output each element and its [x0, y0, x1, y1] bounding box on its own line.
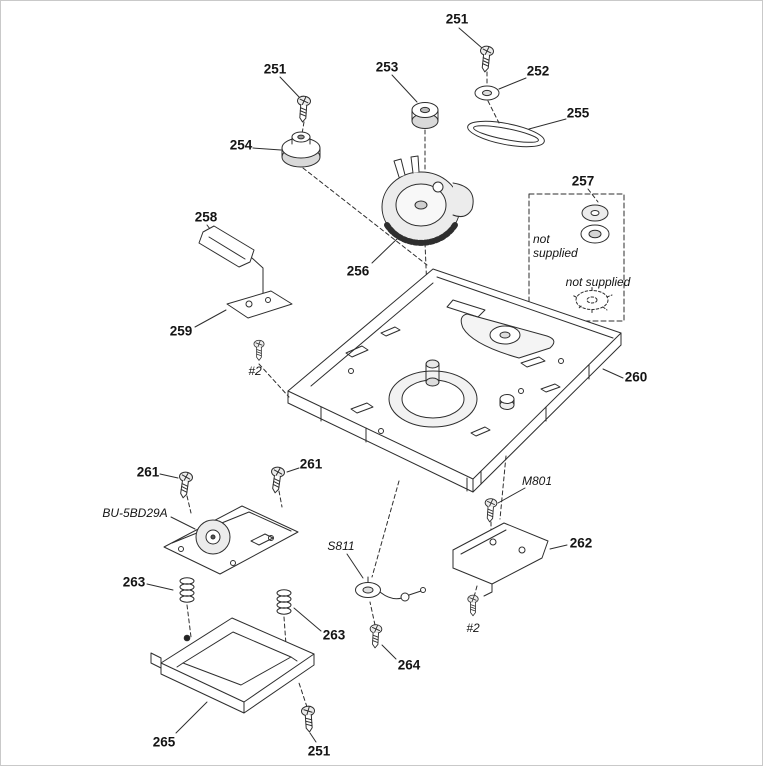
not-supplied-gear	[571, 285, 613, 315]
annotation-not-supplied-washers: not supplied	[533, 232, 578, 261]
strip-258	[198, 225, 264, 294]
screw-251-top	[477, 45, 495, 74]
pulley-253	[411, 102, 439, 129]
part-label-255: 255	[566, 105, 590, 121]
plate-259	[226, 290, 293, 319]
screw-hash2-lower	[467, 594, 479, 617]
part-label-263-left: 263	[122, 574, 146, 590]
part-label-254: 254	[229, 137, 253, 153]
part-label-265: 265	[152, 734, 176, 750]
screw-hash2-upper	[253, 339, 265, 361]
board-bu-5bd29a	[163, 505, 299, 575]
screw-251-bottom	[300, 705, 317, 733]
screw-251-left	[295, 95, 312, 123]
spring-263-left	[179, 577, 195, 603]
part-label-251-bottom: 251	[307, 743, 331, 759]
part-label-s811: S811	[327, 539, 355, 553]
part-label-262: 262	[569, 535, 593, 551]
part-label-256: 256	[346, 263, 370, 279]
screw-m801	[483, 497, 498, 523]
bracket-262	[452, 522, 549, 597]
part-label-260: 260	[624, 369, 648, 385]
part-label-252: 252	[526, 63, 550, 79]
frame-265	[150, 617, 315, 714]
annotation-not-supplied-gear: not supplied	[565, 275, 631, 289]
part-label-hash2-lower: #2	[466, 621, 480, 635]
part-label-m801: M801	[521, 474, 553, 488]
screw-264	[368, 623, 383, 649]
part-label-259: 259	[169, 323, 193, 339]
pulley-254	[281, 131, 321, 168]
cam-gear-256	[381, 155, 474, 246]
part-label-261-left: 261	[136, 464, 160, 480]
part-label-253: 253	[375, 59, 399, 75]
washer-252	[474, 85, 500, 101]
part-label-bu-5bd29a: BU-5BD29A	[102, 506, 168, 520]
part-label-258: 258	[194, 209, 218, 225]
part-label-263-right: 263	[322, 627, 346, 643]
part-label-hash2-upper: #2	[248, 364, 262, 378]
part-label-264: 264	[397, 657, 421, 673]
part-label-257: 257	[571, 173, 595, 189]
screw-261-right	[268, 465, 286, 495]
part-s811	[355, 576, 426, 602]
belt-255	[467, 120, 545, 148]
part-label-251-top: 251	[445, 11, 469, 27]
part-label-251-left: 251	[263, 61, 287, 77]
part-label-261-right: 261	[299, 456, 323, 472]
screw-261-left	[176, 470, 194, 500]
spring-263-right	[276, 589, 292, 615]
chassis-260	[287, 268, 622, 493]
leader-lines	[146, 27, 624, 743]
